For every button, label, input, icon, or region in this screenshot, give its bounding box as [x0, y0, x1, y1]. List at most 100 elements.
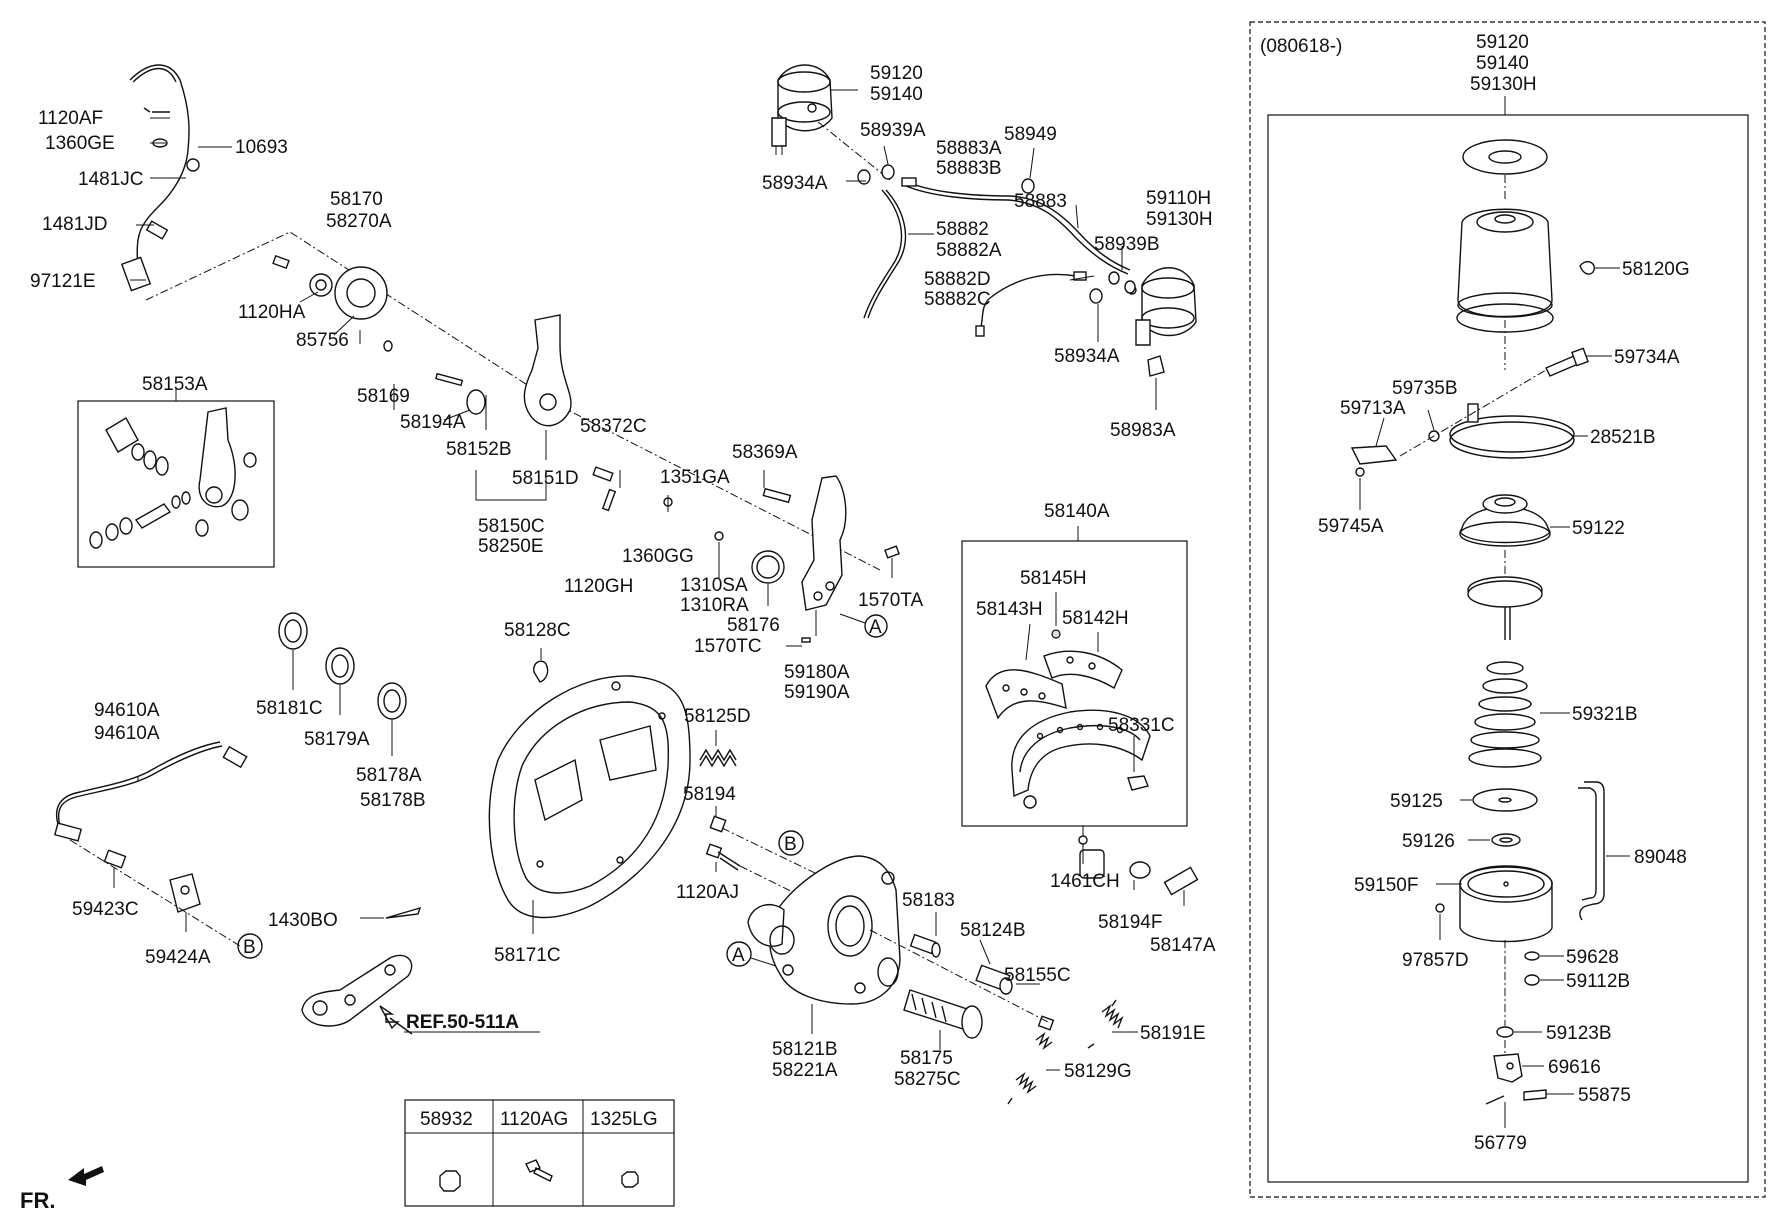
part-label: 1570TA — [858, 590, 923, 611]
part-label: 59190A — [784, 682, 850, 703]
part-label: 58125D — [684, 706, 751, 727]
part-label: 58331C — [1108, 715, 1175, 736]
part-label: 89048 — [1634, 847, 1687, 868]
part-label: 58194A — [400, 412, 466, 433]
part-label: 58194F — [1098, 912, 1162, 933]
kit-box-58140a — [961, 540, 1188, 827]
pins-58183-58124b — [909, 933, 1055, 1031]
part-label: 58882D — [924, 269, 991, 290]
part-label: 58178B — [360, 790, 426, 811]
part-label: 1360GE — [45, 133, 115, 154]
part-label: 59745A — [1318, 516, 1384, 537]
part-label: 58150C — [478, 516, 545, 537]
part-label: 1120GH — [564, 576, 633, 597]
part-label: 58178A — [356, 765, 422, 786]
part-label: 85756 — [296, 330, 349, 351]
part-label: 10693 — [235, 137, 288, 158]
part-label: 59735B — [1392, 378, 1458, 399]
part-label: 58250E — [478, 536, 544, 557]
part-label: 58939A — [860, 120, 926, 141]
part-label: 58124B — [960, 920, 1026, 941]
nut-icon — [621, 1171, 639, 1188]
table-header: 1325LG — [590, 1109, 658, 1130]
part-label: 94610A — [94, 700, 160, 721]
part-label: 58175 — [900, 1048, 953, 1069]
table-header: 1120AG — [500, 1109, 568, 1130]
bolt-icon — [525, 1159, 553, 1182]
hardware-table: 58932 1120AG 1325LG — [404, 1099, 675, 1207]
part-label: 59125 — [1390, 791, 1443, 812]
part-label: 58170 — [330, 189, 383, 210]
part-label: 58934A — [762, 173, 828, 194]
part-label: 58934A — [1054, 346, 1120, 367]
part-label: 1430BO — [268, 910, 338, 931]
seal-rings — [278, 612, 407, 720]
part-label: 59120 — [1476, 32, 1529, 53]
slack-adjuster-group — [272, 254, 614, 482]
part-label: 97857D — [1402, 950, 1469, 971]
variant-label: (080618-) — [1260, 36, 1342, 57]
part-label: 58147A — [1150, 935, 1216, 956]
part-label: 59130H — [1470, 74, 1537, 95]
air-hoses — [857, 164, 1136, 337]
spring-chamber-box — [1267, 114, 1749, 1183]
part-label: 58882 — [936, 219, 989, 240]
part-label: 59130H — [1146, 209, 1213, 230]
part-label: 58152B — [446, 439, 512, 460]
part-label: 58171C — [494, 945, 561, 966]
return-springs — [1007, 999, 1124, 1105]
part-label: 58145H — [1020, 568, 1087, 589]
callout-b: B — [784, 834, 797, 855]
brake-shoe — [1011, 709, 1151, 809]
part-label: 59180A — [784, 662, 850, 683]
part-label: 58883A — [936, 138, 1002, 159]
clevis-bracket-group — [601, 475, 900, 643]
part-label: 58155C — [1004, 965, 1071, 986]
part-label: 58372C — [580, 416, 647, 437]
part-label: 59123B — [1546, 1023, 1612, 1044]
brake-chamber-right — [1127, 267, 1197, 377]
front-label: FR. — [20, 1188, 55, 1211]
part-label: 59423C — [72, 899, 139, 920]
part-label: 59110H — [1146, 188, 1211, 209]
dust-shield — [488, 660, 691, 919]
part-label: 28521B — [1590, 427, 1656, 448]
cotter-pin-and-arm — [301, 906, 422, 1027]
part-label: 1461CH — [1050, 871, 1120, 892]
part-label: 58121B — [772, 1039, 838, 1060]
part-label: 58129G — [1064, 1061, 1132, 1082]
part-label: 59150F — [1354, 875, 1418, 896]
callout-a: A — [869, 617, 882, 638]
bolt-1120aj — [705, 843, 741, 871]
front-direction-icon — [68, 1166, 104, 1186]
camshaft — [903, 989, 983, 1039]
part-label: 58191E — [1140, 1023, 1206, 1044]
kit-58153a-parts — [89, 407, 257, 549]
part-label: 59321B — [1572, 704, 1638, 725]
brake-shoe-linings — [985, 629, 1123, 720]
part-label: 58221A — [772, 1060, 838, 1081]
part-label: 58939B — [1094, 234, 1160, 255]
part-label: 58194 — [683, 784, 736, 805]
part-label: 58369A — [732, 442, 798, 463]
part-label: 59140 — [1476, 53, 1529, 74]
table-header: 58932 — [420, 1109, 473, 1130]
rollers — [1078, 835, 1199, 896]
part-label: 59126 — [1402, 831, 1455, 852]
part-label: 1120AF — [38, 108, 103, 129]
part-label: 58883B — [936, 158, 1002, 179]
part-label: 58183 — [902, 890, 955, 911]
part-label: 1360GG — [622, 546, 694, 567]
part-label: 94610A — [94, 723, 160, 744]
spring-58125d — [699, 748, 737, 768]
part-label: 59628 — [1566, 947, 1619, 968]
part-label: 97121E — [30, 271, 96, 292]
part-label: 58153A — [142, 374, 208, 395]
part-label: 58883 — [1014, 191, 1067, 212]
part-label: 58143H — [976, 599, 1043, 620]
callout-b: B — [243, 937, 256, 958]
part-label: 58181C — [256, 698, 323, 719]
part-label: 59120 — [870, 63, 923, 84]
part-label: 58120G — [1622, 259, 1690, 280]
